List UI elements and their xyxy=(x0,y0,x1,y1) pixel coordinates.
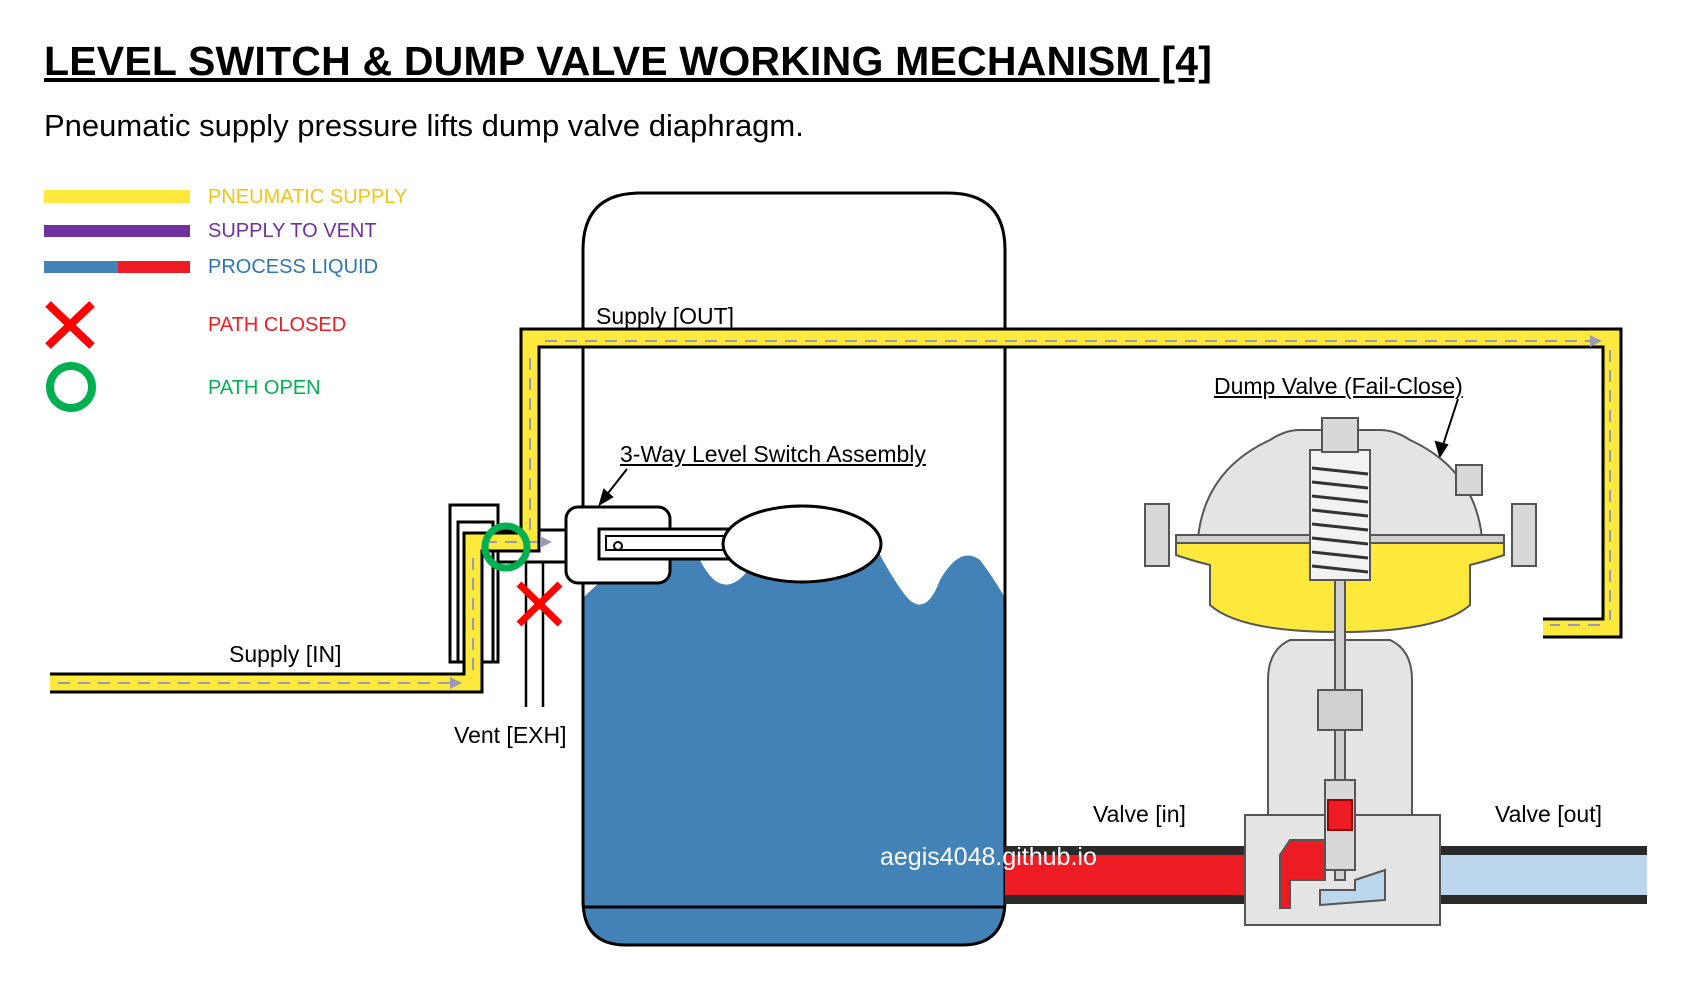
label-level-switch: 3-Way Level Switch Assembly xyxy=(620,441,926,467)
leader-arrows xyxy=(598,398,1459,507)
level-switch-float-assembly xyxy=(564,504,883,585)
legend-label-vent: SUPPLY TO VENT xyxy=(208,220,377,242)
dump-valve xyxy=(1144,417,1537,926)
legend-swatch-vent xyxy=(44,225,190,237)
level-switch-lever-slot xyxy=(605,535,735,551)
label-valve-in: Valve [in] xyxy=(1093,801,1186,827)
valve-inlet-chamber xyxy=(1279,839,1326,909)
legend-label-liquid: PROCESS LIQUID xyxy=(208,256,379,278)
valve-stem-top xyxy=(1321,417,1359,453)
label-valve-out: Valve [out] xyxy=(1495,801,1602,827)
legend-label-path-open: PATH OPEN xyxy=(208,377,321,399)
watermark: aegis4048.github.io xyxy=(880,843,1097,871)
legend-label-path-closed: PATH CLOSED xyxy=(208,314,347,336)
valve-seat-spring xyxy=(1327,799,1353,831)
label-supply-out: Supply [OUT] xyxy=(596,303,735,329)
tank xyxy=(581,191,1007,947)
flow-arrow-supply-out xyxy=(1590,335,1602,347)
path-open-marker xyxy=(481,522,531,572)
flow-arrow-switch xyxy=(540,536,552,548)
vent-exhaust-lines xyxy=(524,562,545,707)
legend-swatch-pneumatic xyxy=(44,190,190,203)
float-ball xyxy=(721,504,883,584)
label-dump-valve: Dump Valve (Fail-Close) xyxy=(1214,373,1463,399)
x-mark-icon xyxy=(45,301,95,349)
page-title: LEVEL SWITCH & DUMP VALVE WORKING MECHAN… xyxy=(44,38,1213,84)
legend-swatches xyxy=(44,190,190,412)
valve-port-fitting xyxy=(1455,464,1483,496)
valve-bolt-right xyxy=(1511,503,1537,567)
legend-swatch-liquid-blue xyxy=(44,261,118,273)
tank-liquid xyxy=(583,525,1005,945)
label-vent: Vent [EXH] xyxy=(454,722,567,748)
page-subtitle: Pneumatic supply pressure lifts dump val… xyxy=(44,108,804,143)
path-closed-marker xyxy=(516,581,563,627)
valve-bolt-left xyxy=(1144,503,1170,567)
flow-arrow-supply-in xyxy=(450,677,462,689)
level-switch-pivot xyxy=(613,541,623,551)
valve-coupling xyxy=(1317,689,1363,731)
legend-swatch-liquid-red xyxy=(118,261,190,273)
tank-outline xyxy=(581,191,1007,947)
label-supply-in: Supply [IN] xyxy=(229,641,342,667)
circle-icon xyxy=(46,362,96,412)
valve-spring xyxy=(1311,466,1369,574)
inlet-pipe-liquid xyxy=(1005,855,1280,895)
pneumatic-supply-line xyxy=(50,327,1623,694)
valve-outlet-chamber xyxy=(1319,868,1386,907)
legend-label-pneumatic: PNEUMATIC SUPPLY xyxy=(208,186,408,208)
